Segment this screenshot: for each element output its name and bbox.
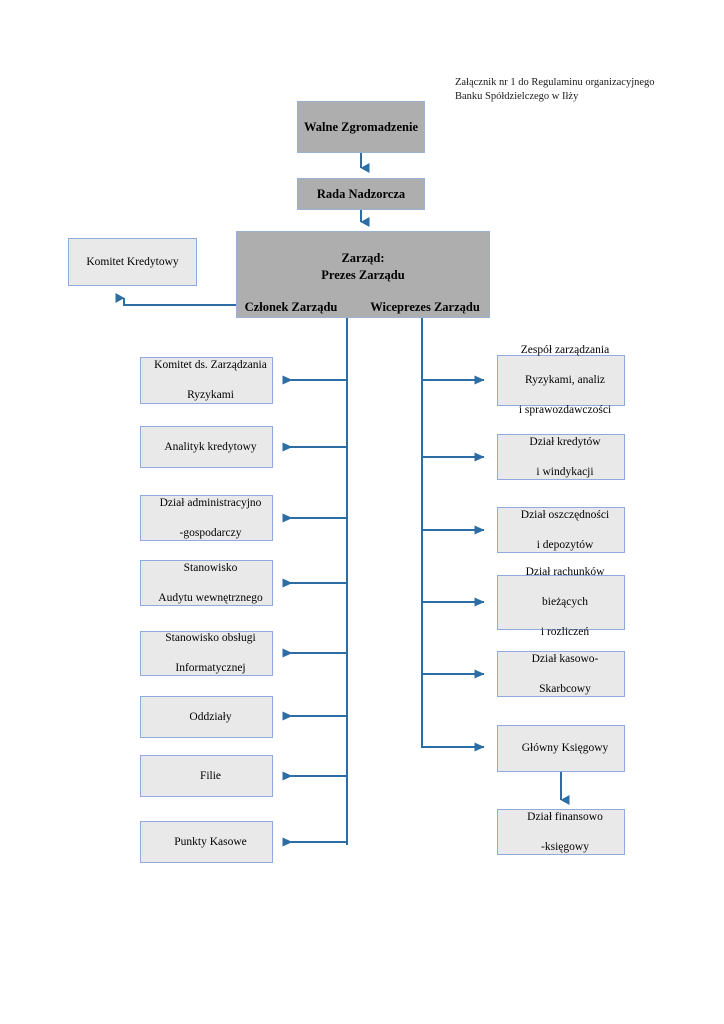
line-2: i windykacji: [536, 465, 594, 478]
node-right-4[interactable]: Dział kasowo- Skarbcowy: [497, 651, 625, 697]
node-wiceprezes-zarzadu[interactable]: Wiceprezes Zarządu: [370, 300, 480, 314]
node-left-7[interactable]: Punkty Kasowe: [140, 821, 273, 863]
line-1: Zespół zarządzania: [520, 344, 610, 356]
line-1: Oddziały: [189, 710, 232, 723]
node-dzial-finansowo-ksiegowy[interactable]: Dział finansowo -księgowy: [497, 809, 625, 855]
line-1: Analityk kredytowy: [164, 440, 257, 453]
node-left-0[interactable]: Komitet ds. Zarządzania Ryzykami: [140, 357, 273, 404]
node-left-2[interactable]: Dział administracyjno -gospodarczy: [140, 495, 273, 541]
node-left-4[interactable]: Stanowisko obsługi Informatycznej: [140, 631, 273, 676]
node-label: Zespół zarządzania Ryzykami, analiz i sp…: [498, 343, 624, 418]
line-2: -gospodarczy: [179, 526, 242, 539]
node-label: Komitet Kredytowy: [86, 255, 179, 268]
node-czlonek-zarzadu[interactable]: Członek Zarządu: [244, 300, 338, 314]
line-1: Dział rachunków: [525, 566, 605, 578]
node-left-1[interactable]: Analityk kredytowy: [140, 426, 273, 468]
line-1: Dział administracyjno: [159, 496, 262, 509]
line-3: i rozliczeń: [540, 626, 590, 638]
line-1: Filie: [199, 769, 222, 782]
zarzad-title: Zarząd: Prezes Zarządu: [236, 250, 490, 284]
line-1: Punkty Kasowe: [174, 835, 247, 848]
node-label: Dział kredytów i windykacji: [498, 435, 624, 480]
node-label: Filie: [141, 769, 272, 784]
zarzad-title-line-2: Prezes Zarządu: [321, 268, 405, 282]
line-2: Audytu wewnętrznego: [158, 591, 263, 604]
node-label: Rada Nadzorcza: [316, 187, 406, 201]
node-komitet-kredytowy[interactable]: Komitet Kredytowy: [68, 238, 197, 286]
node-right-2[interactable]: Dział oszczędności i depozytów: [497, 507, 625, 553]
line-1: Główny Księgowy: [521, 742, 609, 754]
node-left-6[interactable]: Filie: [140, 755, 273, 797]
line-1: Stanowisko: [183, 561, 238, 574]
node-label: Oddziały: [141, 710, 272, 725]
line-3: i sprawozdawczości: [518, 404, 612, 416]
document-annotation: Załącznik nr 1 do Regulaminu organizacyj…: [455, 76, 705, 104]
line-2: Skarbcowy: [539, 682, 591, 695]
line-1: Dział kredytów: [529, 435, 601, 448]
node-left-3[interactable]: Stanowisko Audytu wewnętrznego: [140, 560, 273, 606]
node-label: Stanowisko Audytu wewnętrznego: [141, 561, 272, 606]
node-label: Analityk kredytowy: [141, 440, 272, 455]
line-2: Ryzykami: [187, 389, 234, 401]
node-left-5[interactable]: Oddziały: [140, 696, 273, 738]
node-right-5[interactable]: Główny Księgowy: [497, 725, 625, 772]
line-2: Informatycznej: [175, 662, 246, 674]
node-label: Komitet ds. Zarządzania Ryzykami: [141, 358, 272, 403]
node-label: Dział rachunków bieżących i rozliczeń: [498, 565, 624, 640]
zarzad-title-line-1: Zarząd:: [341, 251, 385, 265]
node-label: Główny Księgowy: [498, 741, 624, 756]
node-label: Dział administracyjno -gospodarczy: [141, 496, 272, 541]
node-right-1[interactable]: Dział kredytów i windykacji: [497, 434, 625, 480]
node-right-3[interactable]: Dział rachunków bieżących i rozliczeń: [497, 566, 625, 638]
line-1: Stanowisko obsługi: [165, 632, 256, 644]
node-label: Walne Zgromadzenie: [303, 120, 418, 134]
line-1: Dział kasowo-: [531, 652, 599, 665]
line-1: Dział oszczędności: [520, 508, 610, 521]
line-2: bieżących: [542, 596, 588, 608]
node-label: Dział finansowo -księgowy: [498, 810, 624, 855]
node-walne-zgromadzenie[interactable]: Walne Zgromadzenie: [297, 101, 425, 153]
annotation-line-1: Załącznik nr 1 do Regulaminu organizacyj…: [455, 77, 655, 88]
line-2: Ryzykami, analiz: [524, 374, 605, 386]
line-1: Dział finansowo: [527, 810, 603, 823]
node-label: Punkty Kasowe: [141, 835, 272, 850]
node-right-0[interactable]: Zespół zarządzania Ryzykami, analiz i sp…: [497, 344, 625, 416]
node-label: Dział oszczędności i depozytów: [498, 508, 624, 553]
node-zarzad[interactable]: [236, 231, 490, 318]
node-label: Dział kasowo- Skarbcowy: [498, 652, 624, 697]
node-label: Stanowisko obsługi Informatycznej: [141, 631, 272, 676]
line-2: -księgowy: [541, 840, 589, 853]
line-2: i depozytów: [536, 538, 594, 551]
annotation-line-2: Banku Spółdzielczego w Iłży: [455, 91, 579, 102]
line-1: Komitet ds. Zarządzania: [154, 359, 267, 371]
node-rada-nadzorcza[interactable]: Rada Nadzorcza: [297, 178, 425, 210]
